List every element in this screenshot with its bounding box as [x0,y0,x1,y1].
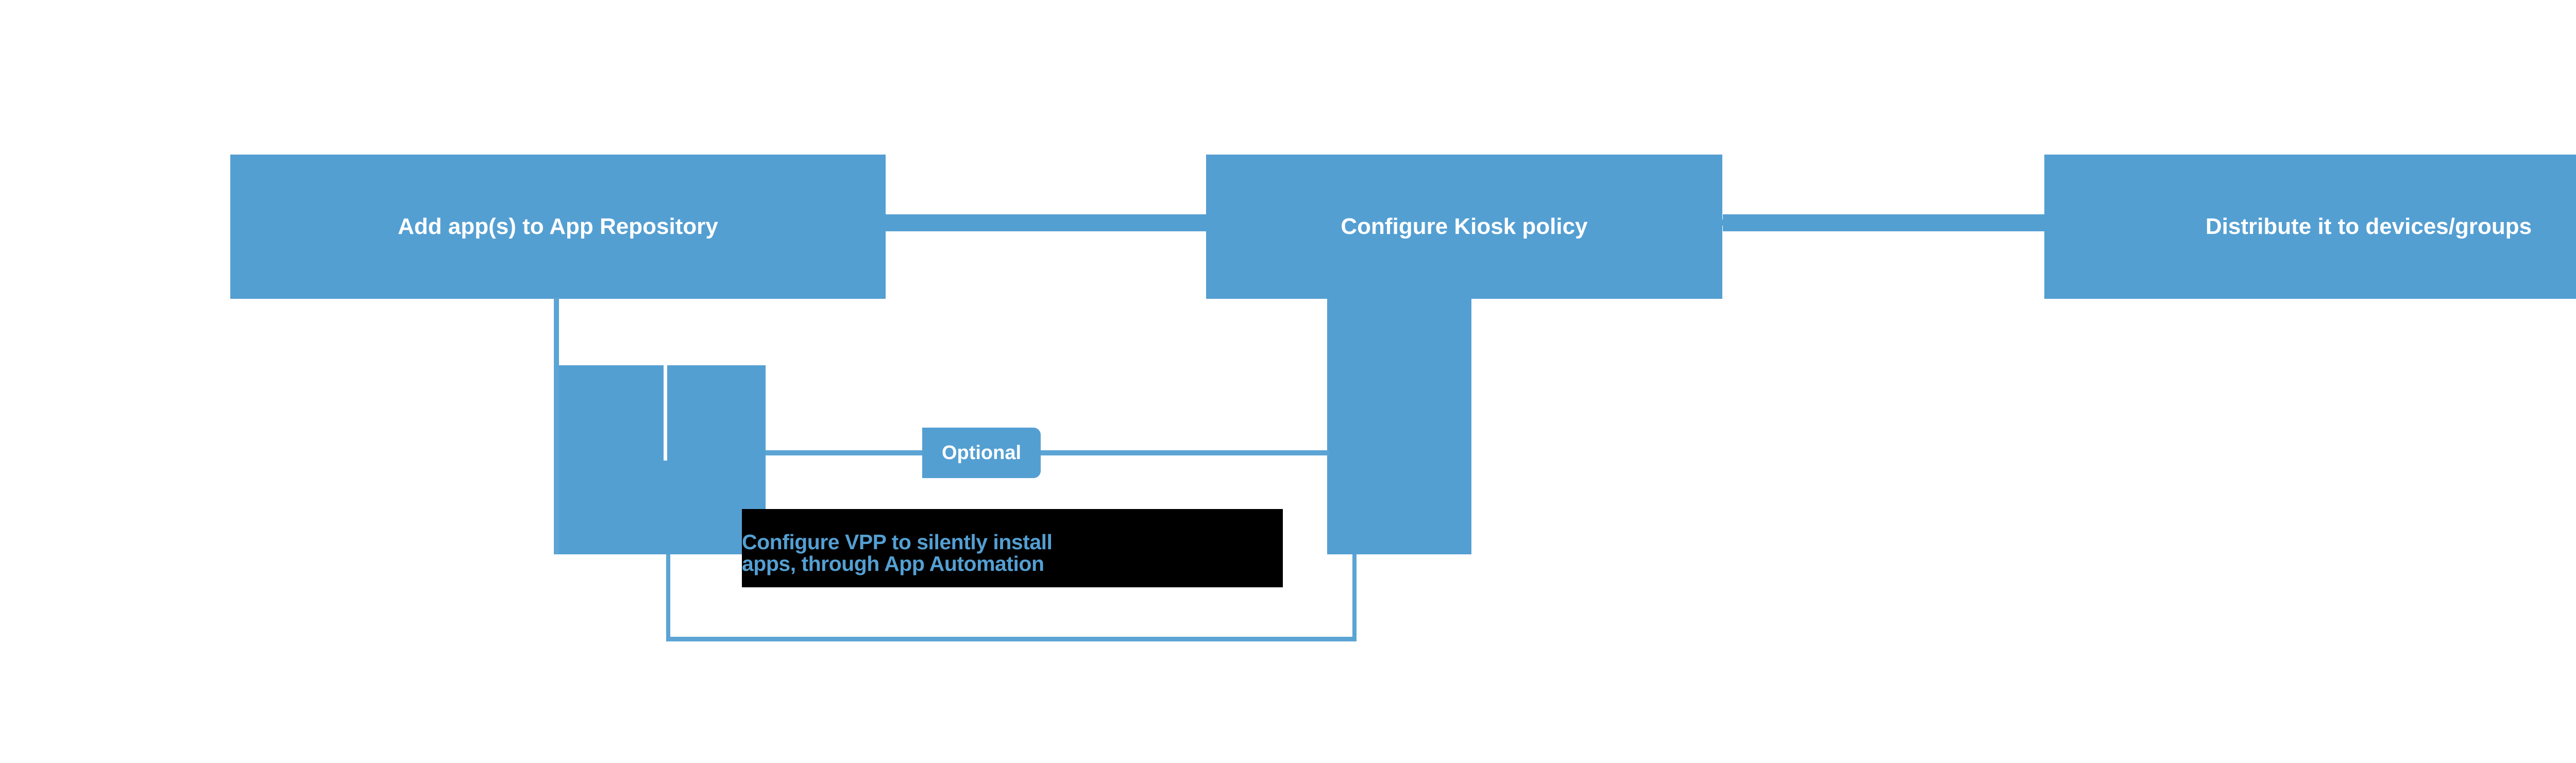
branch-horizontal-rail-left [766,450,925,455]
vpp-automation-note[interactable]: Configure VPP to silently install apps, … [742,509,1283,587]
step-box-configure-kiosk-policy-label: Configure Kiosk policy [1341,214,1588,240]
vpp-automation-note-label: Configure VPP to silently install apps, … [742,530,1053,576]
step-box-distribute-label: Distribute it to devices/groups [2205,214,2532,240]
branch-left-block-divider [664,365,667,461]
branch-loop-left-edge [666,554,670,640]
optional-badge-label: Optional [941,442,1022,464]
branch-right-block [1327,299,1471,554]
branch-left-block [559,365,766,554]
connector-step1-step2 [884,214,1206,231]
step-box-add-apps-label: Add app(s) to App Repository [398,214,718,240]
branch-loop-right-edge [1352,554,1357,640]
branch-loop-bottom-edge [666,637,1357,641]
step-box-distribute[interactable]: Distribute it to devices/groups [2044,155,2576,299]
branch-horizontal-rail-right [1041,450,1329,455]
connector-step2-step3 [1723,214,2044,231]
optional-badge[interactable]: Optional [922,428,1041,478]
step-box-add-apps[interactable]: Add app(s) to App Repository [230,155,886,299]
branch-left-drop-line [554,298,559,554]
step-box-configure-kiosk-policy[interactable]: Configure Kiosk policy [1206,155,1722,299]
